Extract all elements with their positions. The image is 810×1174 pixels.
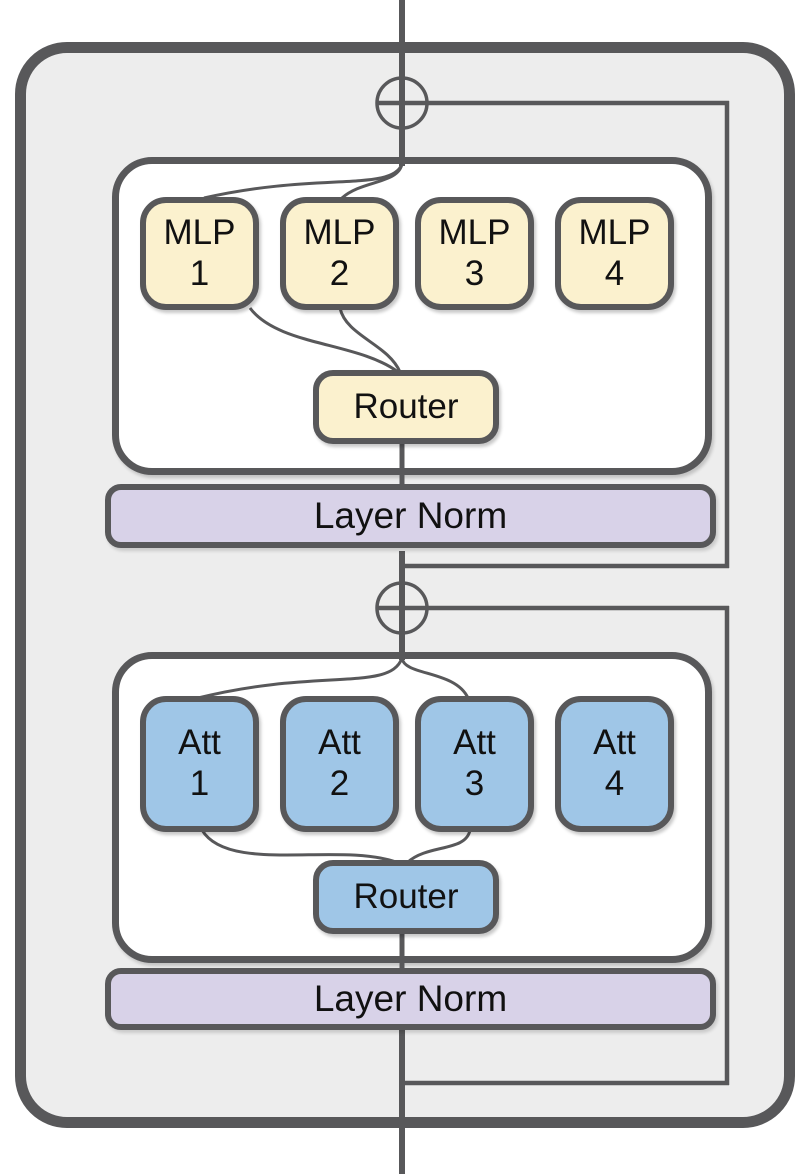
expert-label: Att: [593, 723, 636, 763]
expert-label: Att: [318, 723, 361, 763]
expert-number: 1: [189, 253, 210, 293]
expert-label: MLP: [303, 212, 376, 252]
attention-expert-2: Att 2: [280, 696, 399, 832]
attention-router: Router: [313, 860, 499, 934]
layer-norm-label: Layer Norm: [313, 495, 508, 536]
mlp-expert-3: MLP 3: [415, 197, 534, 310]
mlp-expert-1: MLP 1: [140, 197, 259, 310]
expert-number: 1: [189, 764, 210, 803]
expert-number: 4: [604, 764, 625, 803]
expert-label: MLP: [578, 212, 651, 252]
expert-number: 2: [329, 764, 350, 803]
router-label: Router: [353, 877, 459, 916]
attention-expert-1: Att 1: [140, 696, 259, 832]
expert-label: MLP: [163, 212, 236, 252]
mlp-expert-4: MLP 4: [555, 197, 674, 310]
expert-number: 2: [329, 253, 350, 293]
expert-number: 3: [464, 253, 485, 293]
mlp-router: Router: [313, 370, 499, 444]
expert-number: 3: [464, 764, 485, 803]
router-label: Router: [353, 387, 459, 426]
expert-label: Att: [453, 723, 496, 763]
mlp-expert-2: MLP 2: [280, 197, 399, 310]
expert-label: Att: [178, 723, 221, 763]
attention-expert-3: Att 3: [415, 696, 534, 832]
attention-layer-norm: Layer Norm: [105, 968, 716, 1030]
attention-expert-4: Att 4: [555, 696, 674, 832]
layer-norm-label: Layer Norm: [313, 978, 508, 1019]
mlp-layer-norm: Layer Norm: [105, 484, 716, 548]
expert-number: 4: [604, 253, 625, 293]
expert-label: MLP: [438, 212, 511, 252]
